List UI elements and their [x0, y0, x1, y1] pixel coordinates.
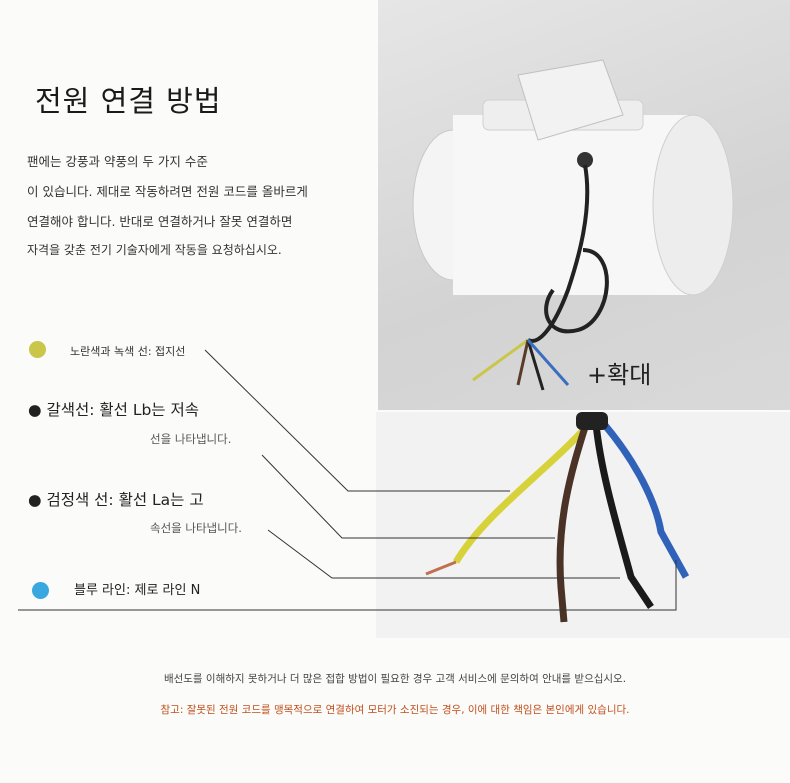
- ground-wire-label: 노란색과 녹색 선: 접지선: [70, 345, 186, 358]
- description-line: 이 있습니다. 제대로 작동하려면 전원 코드를 올바르게: [27, 184, 308, 199]
- brown-wire-sublabel: 선을 나타냅니다.: [150, 432, 232, 446]
- description-line: 자격을 갖춘 전기 기술자에게 작동을 요청하십시오.: [27, 243, 282, 257]
- fan-product-photo: [378, 0, 790, 410]
- inline-duct-fan-image: [412, 59, 734, 391]
- brown-wire-label: ● 갈색선: 활선 Lb는 저속: [28, 401, 200, 419]
- black-wire-sublabel: 속선을 나타냅니다.: [150, 521, 242, 535]
- wire-closeup-image: [425, 412, 690, 623]
- ground-wire-color-dot: [29, 341, 46, 358]
- blue-wire-label: 블루 라인: 제로 라인 N: [74, 583, 201, 598]
- blue-wire-color-dot: [32, 582, 49, 599]
- zoom-label: +확대: [587, 361, 652, 389]
- support-info-text: 배선도를 이해하지 못하거나 더 많은 접합 방법이 필요한 경우 고객 서비스…: [163, 673, 627, 685]
- description-line: 팬에는 강풍과 약풍의 두 가지 수준: [27, 154, 208, 169]
- warning-note-text: 참고: 잘못된 전원 코드를 맹목적으로 연결하여 모터가 소진되는 경우, 이…: [160, 704, 630, 716]
- bullet-icon: ●: [28, 401, 47, 419]
- black-wire-label: ● 검정색 선: 활선 La는 고: [28, 491, 204, 509]
- bullet-icon: ●: [28, 491, 47, 509]
- description-line: 연결해야 합니다. 반대로 연결하거나 잘못 연결하면: [27, 214, 293, 229]
- wire-closeup-photo: [376, 412, 790, 638]
- page-title: 전원 연결 방법: [35, 84, 222, 118]
